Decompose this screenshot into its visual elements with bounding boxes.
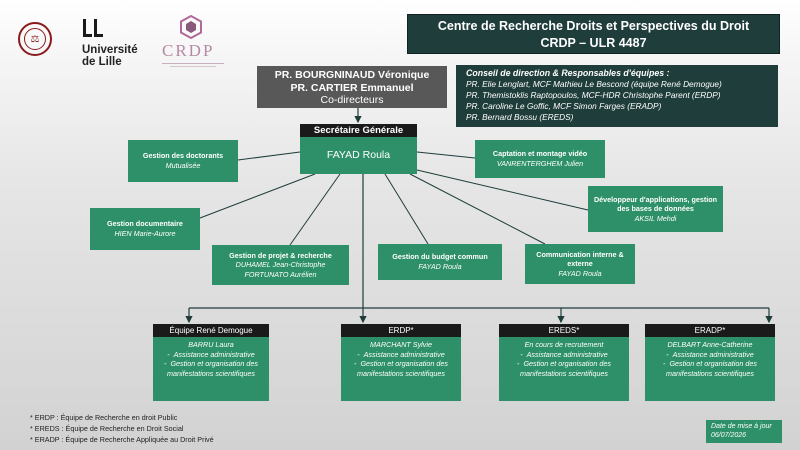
service-budget: Gestion du budget commun FAYAD Roula — [378, 244, 502, 280]
service-person: FAYAD Roula — [558, 268, 602, 278]
connector-budget — [384, 173, 429, 245]
connector-developpeur — [416, 169, 589, 211]
service-person: DUHAMEL Jean-Christophe — [235, 260, 326, 270]
connector-projet — [289, 173, 341, 246]
service-title: Gestion du budget commun — [392, 252, 488, 262]
university-lille-logo-mark — [83, 19, 103, 37]
connector-communication — [409, 173, 546, 245]
service-communication: Communication interne & externe FAYAD Ro… — [525, 244, 635, 284]
council-line: PR. Themistoklis Raptopoulos, MCF-HDR Ch… — [466, 90, 721, 100]
connector-doctorants — [237, 151, 301, 161]
team-erdp: ERDP* MARCHANT Sylvie - Assistance admin… — [341, 324, 461, 401]
team-role: - Gestion et organisation des manifestat… — [164, 359, 258, 378]
connector-documentaire — [199, 173, 316, 219]
service-title: Communication interne & externe — [536, 249, 624, 269]
service-developpeur: Développeur d'applications, gestion des … — [588, 186, 723, 232]
council-box: Conseil de direction & Responsables d'éq… — [456, 65, 778, 127]
codirectors-role: Co-directeurs — [320, 94, 384, 106]
codirectors-box: PR. BOURGNINAUD Véronique PR. CARTIER Em… — [257, 66, 447, 108]
footnote: * ERDP : Équipe de Recherche en droit Pu… — [30, 413, 178, 422]
service-person: VANRENTERGHEM Julien — [496, 159, 584, 168]
team-eradp: ERADP* DELBART Anne-Catherine - Assistan… — [645, 324, 775, 401]
service-person: FORTUNATO Aurélien — [244, 269, 317, 279]
team-person: MARCHANT Sylvie — [370, 340, 432, 349]
team-role: - Assistance administrative — [357, 349, 445, 359]
team-role: - Gestion et organisation des manifestat… — [354, 359, 448, 378]
team-name: ERADP* — [645, 324, 775, 337]
service-projet-recherche: Gestion de projet & recherche DUHAMEL Je… — [212, 245, 349, 285]
title-line-2: CRDP – ULR 4487 — [540, 36, 647, 50]
team-role: - Gestion et organisation des manifestat… — [517, 359, 611, 378]
secretary-name: FAYAD Roula — [300, 137, 417, 174]
service-person: HIEN Marie-Aurore — [114, 229, 176, 238]
codirector-2: PR. CARTIER Emmanuel — [290, 81, 414, 94]
secretary-heading: Secrétaire Générale — [300, 124, 417, 137]
crdp-hexagon-logo — [180, 15, 202, 39]
service-person: Mutualisée — [165, 161, 201, 170]
footnote: * EREDS : Équipe de Recherche en Droit S… — [30, 424, 184, 433]
scales-icon: ⚖ — [24, 28, 46, 50]
service-title: Gestion documentaire — [107, 219, 183, 229]
team-role: - Assistance administrative — [520, 349, 608, 359]
team-role: - Gestion et organisation des manifestat… — [663, 359, 757, 378]
team-person: DELBART Anne-Catherine — [667, 340, 753, 349]
service-person: AKSIL Mehdi — [634, 213, 677, 223]
crdp-logo-rule-2 — [170, 66, 216, 67]
page-title: Centre de Recherche Droits et Perspectiv… — [407, 14, 780, 54]
service-captation: Captation et montage vidéo VANRENTERGHEM… — [475, 140, 605, 178]
update-date-box: Date de mise à jour 06/07/2026 — [706, 420, 782, 443]
crdp-logo-text: CRDP — [162, 41, 215, 60]
crdp-logo-rule — [162, 63, 224, 64]
update-label: Date de mise à jour — [711, 423, 772, 430]
team-person: En cours de recrutement — [524, 340, 604, 349]
team-person: BARRU Laura — [188, 340, 234, 349]
team-body: En cours de recrutement - Assistance adm… — [499, 337, 629, 401]
team-name: Équipe René Demogue — [153, 324, 269, 337]
service-documentaire: Gestion documentaire HIEN Marie-Aurore — [90, 208, 200, 250]
codirector-1: PR. BOURGNINAUD Véronique — [274, 69, 430, 81]
council-heading: Conseil de direction & Responsables d'éq… — [466, 68, 670, 78]
council-line: PR. Caroline Le Goffic, MCF Simon Farges… — [466, 101, 662, 111]
service-doctorants: Gestion des doctorants Mutualisée — [128, 140, 238, 182]
team-name: ERDP* — [341, 324, 461, 337]
university-lille-logo-text: Université de Lille — [82, 44, 138, 68]
title-line-1: Centre de Recherche Droits et Perspectiv… — [437, 19, 750, 33]
team-role: - Assistance administrative — [167, 349, 255, 359]
service-title: Gestion des doctorants — [142, 151, 224, 161]
team-name: EREDS* — [499, 324, 629, 337]
service-person: FAYAD Roula — [418, 262, 462, 271]
council-line: PR. Bernard Bossu (EREDS) — [466, 112, 574, 122]
connector-captation — [416, 151, 476, 159]
service-title: Gestion de projet & recherche — [229, 250, 332, 260]
team-rene-demogue: Équipe René Demogue BARRU Laura - Assist… — [153, 324, 269, 401]
footnote: * ERADP : Équipe de Recherche Appliquée … — [30, 435, 214, 444]
faculty-seal-logo: ⚖ — [18, 22, 52, 56]
team-body: MARCHANT Sylvie - Assistance administrat… — [341, 337, 461, 401]
team-role: - Assistance administrative — [666, 349, 754, 359]
team-body: DELBART Anne-Catherine - Assistance admi… — [645, 337, 775, 401]
team-body: BARRU Laura - Assistance administrative … — [153, 337, 269, 401]
team-ereds: EREDS* En cours de recrutement - Assista… — [499, 324, 629, 401]
update-date: 06/07/2026 — [711, 432, 747, 439]
council-line: PR. Elie Lenglart, MCF Mathieu Le Bescon… — [466, 79, 722, 89]
footnotes: * ERDP : Équipe de Recherche en droit Pu… — [30, 412, 214, 445]
service-title: Captation et montage vidéo — [492, 149, 588, 159]
service-title: Développeur d'applications, gestion des … — [593, 194, 718, 214]
